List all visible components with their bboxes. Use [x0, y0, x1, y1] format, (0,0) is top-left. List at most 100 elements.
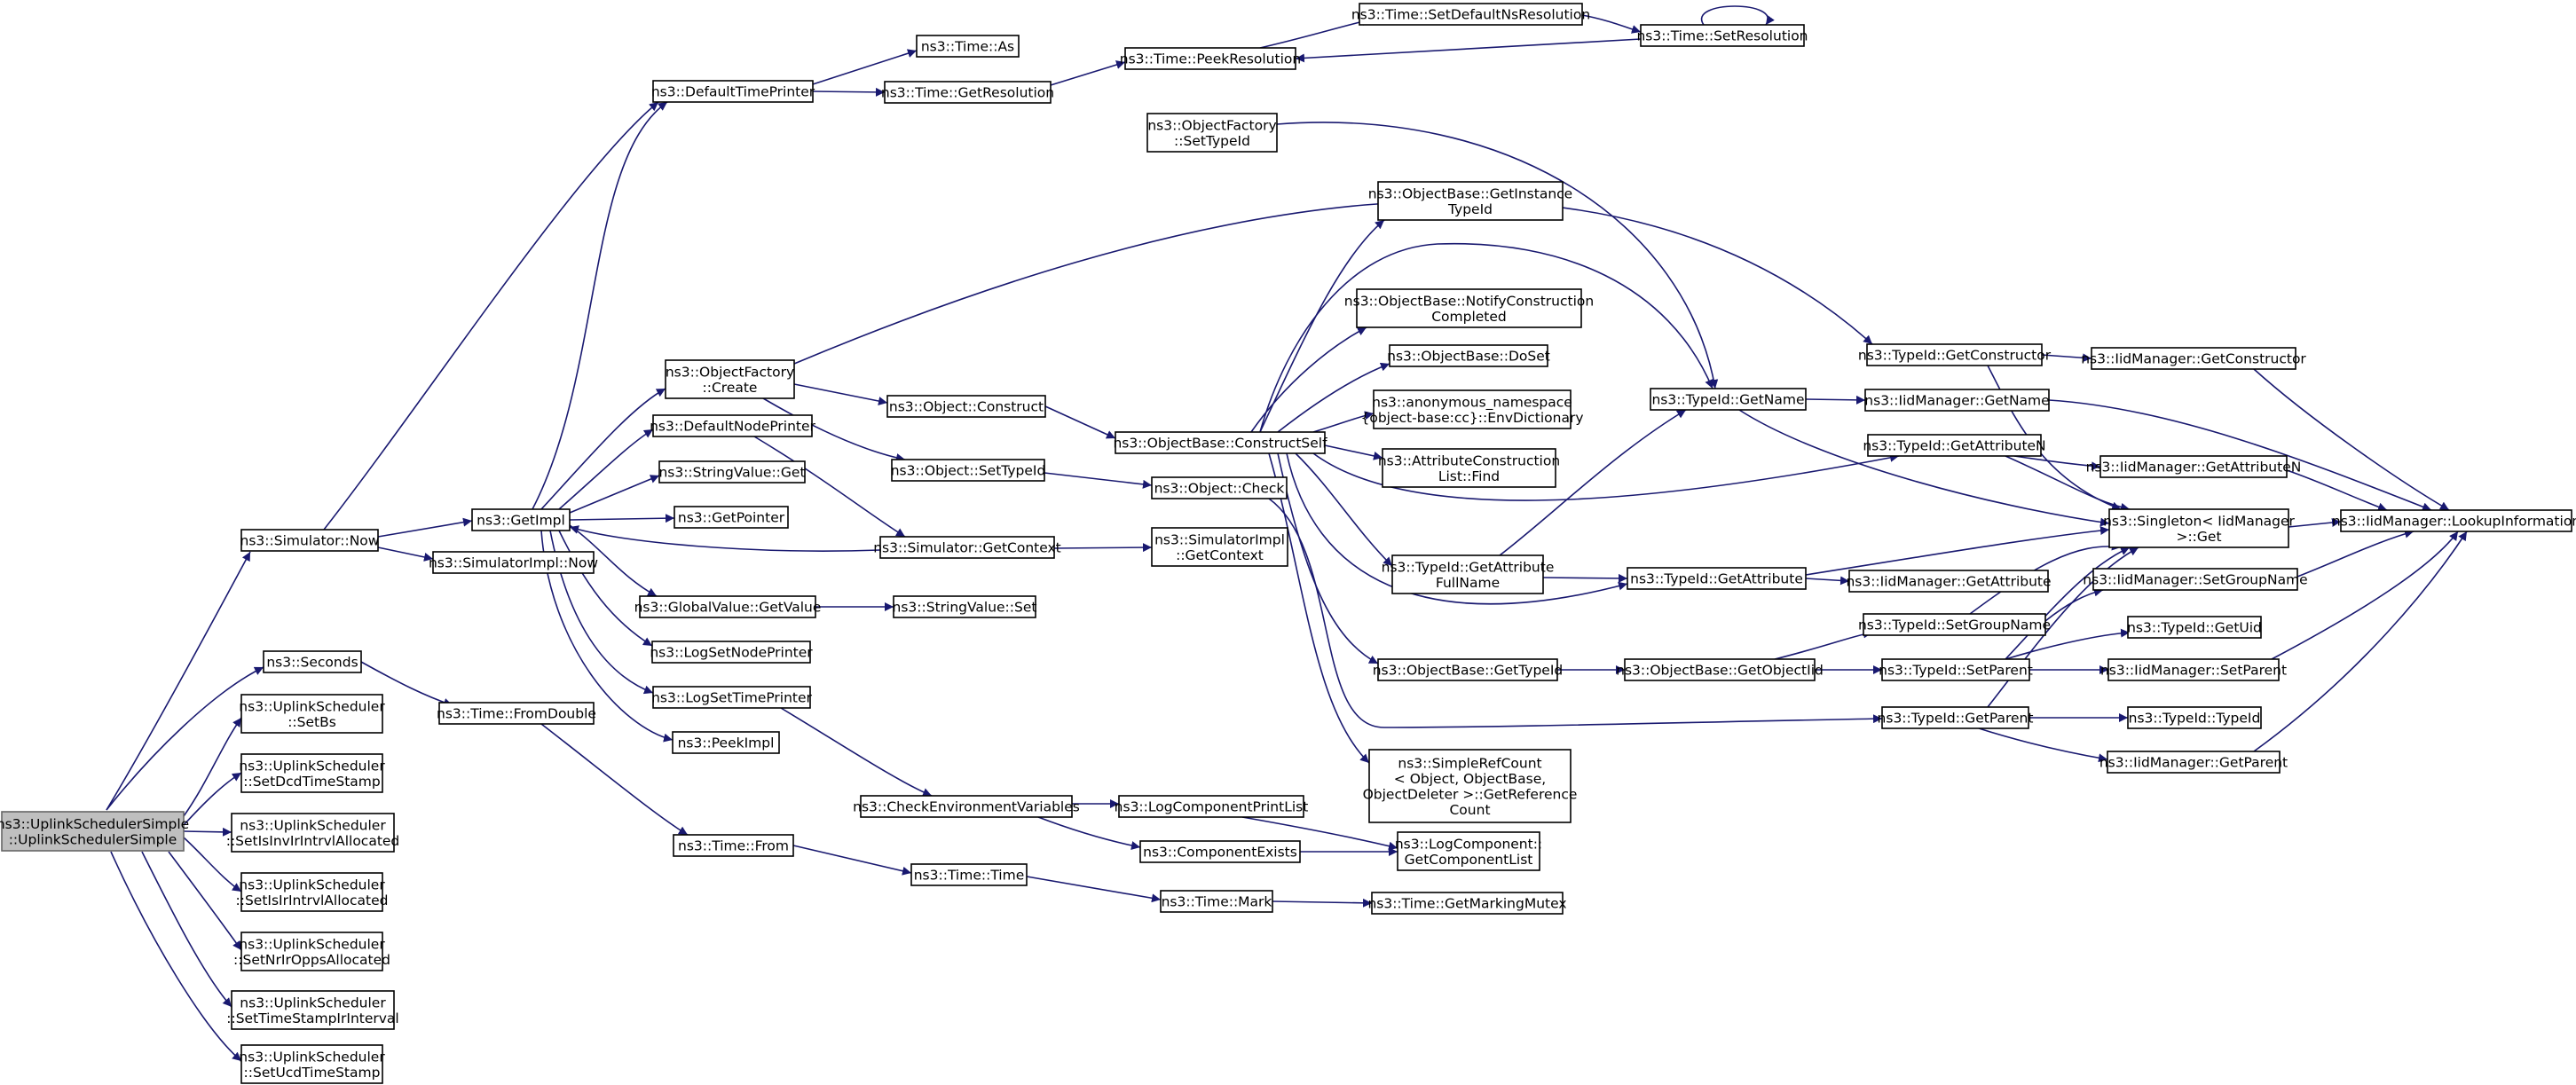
call-edge-getimpl-to-getpointer	[569, 514, 675, 523]
function-node-simnow[interactable]: ns3::Simulator::Now	[240, 529, 380, 552]
function-node-tigetparent[interactable]: ns3::TypeId::GetParent	[1878, 706, 2034, 729]
function-node-obgetobjtid[interactable]: ns3::ObjectBase::GetObjectIid	[1616, 658, 1824, 681]
function-node-tigetname[interactable]: ns3::TypeId::GetName	[1650, 388, 1807, 411]
function-node-checkenv[interactable]: ns3::CheckEnvironmentVariables	[853, 795, 1080, 818]
node-box	[651, 641, 811, 664]
call-edge-obconstructself-to-obgettypeid	[1277, 452, 1379, 664]
function-node-ofcreate[interactable]: ns3::ObjectFactory::Create	[665, 359, 795, 399]
function-node-objcheck[interactable]: ns3::Object::Check	[1151, 476, 1288, 499]
function-node-iidgetname[interactable]: ns3::IidManager::GetName	[1864, 389, 2050, 412]
function-node-setbs[interactable]: ns3::UplinkScheduler::SetBs	[239, 694, 385, 734]
function-node-seconds[interactable]: ns3::Seconds	[263, 650, 362, 673]
node-label-line: ns3::Time::From	[678, 838, 789, 854]
function-node-objconstruct[interactable]: ns3::Object::Construct	[886, 395, 1046, 418]
call-edge-obconstructself-to-anonenv	[1312, 411, 1375, 433]
function-node-simplerefcount[interactable]: ns3::SimpleRefCount< Object, ObjectBase,…	[1363, 749, 1578, 823]
node-box	[652, 686, 811, 709]
function-node-settsir[interactable]: ns3::UplinkScheduler::SetTimeStampIrInte…	[226, 990, 399, 1030]
function-node-setucd[interactable]: ns3::UplinkScheduler::SetUcdTimeStamp	[239, 1044, 385, 1084]
call-edge-timesetres-to-timepeekres	[1295, 38, 1642, 63]
function-node-gvgetvalue[interactable]: ns3::GlobalValue::GetValue	[634, 595, 822, 618]
function-node-tisetgroup[interactable]: ns3::TypeId::SetGroupName	[1858, 613, 2051, 636]
node-label-line: ns3::Simulator::GetContext	[873, 540, 1061, 556]
call-edge-root-to-setbs	[183, 717, 242, 817]
function-node-ofsettypeid[interactable]: ns3::ObjectFactory::SetTypeId	[1146, 113, 1278, 153]
function-node-root[interactable]: ns3::UplinkSchedulerSimple::UplinkSchedu…	[0, 811, 189, 852]
function-node-obconstructself[interactable]: ns3::ObjectBase::ConstructSelf	[1113, 431, 1327, 454]
call-edge-ofcreate-to-tigetconstructor	[793, 200, 1873, 365]
function-node-svset[interactable]: ns3::StringValue::Set	[893, 595, 1037, 618]
function-node-getimpl[interactable]: ns3::GetImpl	[471, 508, 571, 531]
function-node-timesetres[interactable]: ns3::Time::SetResolution	[1636, 24, 1808, 47]
function-node-setisinv[interactable]: ns3::UplinkScheduler::SetIsInvIrIntrvlAl…	[226, 813, 400, 853]
function-node-getmarkingmutex[interactable]: ns3::Time::GetMarkingMutex	[1367, 892, 1567, 915]
function-node-setnrir[interactable]: ns3::UplinkScheduler::SetNrIrOppsAllocat…	[233, 932, 390, 971]
function-node-logsettime[interactable]: ns3::LogSetTimePrinter	[651, 686, 813, 709]
node-label-line: ns3::Time::SetDefaultNsResolution	[1351, 7, 1590, 23]
function-node-logcompprint[interactable]: ns3::LogComponentPrintList	[1115, 795, 1309, 818]
call-edge-iidsetgroup-to-iidlookup	[2296, 529, 2415, 578]
function-node-tigetattr[interactable]: ns3::TypeId::GetAttribute	[1627, 567, 1807, 590]
node-label-line: ns3::LogComponent::	[1395, 836, 1542, 852]
function-node-deftimeprinter[interactable]: ns3::DefaultTimePrinter	[651, 80, 815, 103]
function-node-iidsetparent[interactable]: ns3::IidManager::SetParent	[2100, 658, 2287, 681]
node-label-line: ns3::ComponentExists	[1143, 845, 1297, 861]
function-node-iidgetconstructor[interactable]: ns3::IidManager::GetConstructor	[2081, 347, 2306, 370]
function-node-iidlookup[interactable]: ns3::IidManager::LookupInformation	[2332, 509, 2576, 532]
call-edge-simnow-to-deftimeprinter	[323, 101, 659, 531]
node-label-line: ns3::StringValue::Get	[658, 465, 805, 481]
function-node-iidgetattr[interactable]: ns3::IidManager::GetAttribute	[1846, 570, 2052, 593]
function-node-iidsetgroup[interactable]: ns3::IidManager::SetGroupName	[2083, 568, 2308, 591]
function-node-getpointer[interactable]: ns3::GetPointer	[674, 506, 789, 529]
call-edge-iidgetattrn-to-iidlookup	[2286, 469, 2388, 512]
function-node-iidgetattrn[interactable]: ns3::IidManager::GetAttributeN	[2086, 455, 2302, 478]
function-node-timegetres[interactable]: ns3::Time::GetResolution	[881, 81, 1054, 104]
function-node-timemark[interactable]: ns3::Time::Mark	[1160, 890, 1273, 913]
function-node-peekimpl[interactable]: ns3::PeekImpl	[672, 731, 780, 754]
node-label-line: ns3::TypeId::SetGroupName	[1858, 617, 2051, 633]
function-node-timefrom[interactable]: ns3::Time::From	[673, 834, 794, 857]
function-node-tigetconstructor[interactable]: ns3::TypeId::GetConstructor	[1858, 343, 2052, 366]
function-node-anonenv[interactable]: ns3::anonymous_namespace{object-base:cc}…	[1360, 389, 1584, 429]
function-node-compexists[interactable]: ns3::ComponentExists	[1139, 840, 1301, 863]
node-label-line: ns3::UplinkScheduler	[240, 995, 386, 1010]
function-node-obgettypeid[interactable]: ns3::ObjectBase::GetTypeId	[1373, 658, 1564, 681]
function-node-timepeekres[interactable]: ns3::Time::PeekResolution	[1120, 47, 1301, 70]
function-node-tigetuid[interactable]: ns3::TypeId::GetUid	[2127, 616, 2262, 639]
function-node-svget[interactable]: ns3::StringValue::Get	[658, 460, 806, 484]
function-node-defnodeprinter[interactable]: ns3::DefaultNodePrinter	[650, 414, 816, 437]
node-label-line: ns3::IidManager::GetParent	[2099, 755, 2288, 771]
call-edge-obconstructself-to-obdoset	[1277, 362, 1390, 433]
function-node-titypeid[interactable]: ns3::TypeId::TypeId	[2127, 706, 2262, 729]
function-node-setdefns[interactable]: ns3::Time::SetDefaultNsResolution	[1351, 3, 1590, 26]
function-node-iidgetparent[interactable]: ns3::IidManager::GetParent	[2099, 751, 2288, 774]
function-node-timeas[interactable]: ns3::Time::As	[916, 35, 1020, 58]
node-label-line: TypeId	[1447, 201, 1493, 217]
function-node-setdcd[interactable]: ns3::UplinkScheduler::SetDcdTimeStamp	[239, 753, 385, 793]
function-node-logcompgetlist[interactable]: ns3::LogComponent::GetComponentList	[1395, 831, 1542, 871]
function-node-singleton[interactable]: ns3::Singleton< IidManager >::Get	[2103, 508, 2296, 548]
function-node-timetime[interactable]: ns3::Time::Time	[910, 863, 1028, 886]
node-box	[2127, 706, 2262, 729]
node-label-line: ns3::Time::As	[921, 39, 1014, 55]
function-node-objsettypeid[interactable]: ns3::Object::SetTypeId	[891, 459, 1046, 482]
function-node-simimplnow[interactable]: ns3::SimulatorImpl::Now	[429, 551, 598, 574]
function-node-tigetattrn[interactable]: ns3::TypeId::GetAttributeN	[1863, 434, 2046, 457]
function-node-obnotify[interactable]: ns3::ObjectBase::NotifyConstructionCompl…	[1344, 288, 1594, 328]
function-node-obdoset[interactable]: ns3::ObjectBase::DoSet	[1387, 344, 1550, 367]
node-label-line: ns3::TypeId::GetAttribute	[1630, 571, 1803, 587]
node-label-line: ns3::ObjectBase::DoSet	[1387, 349, 1550, 365]
function-node-fromdouble[interactable]: ns3::Time::FromDouble	[437, 702, 596, 725]
node-box	[665, 359, 795, 399]
node-label-line: ns3::UplinkScheduler	[239, 1049, 385, 1065]
function-node-logsetnode[interactable]: ns3::LogSetNodePrinter	[650, 641, 813, 664]
function-node-setisir[interactable]: ns3::UplinkScheduler::SetIsIrIntrvlAlloc…	[236, 872, 389, 912]
function-node-tisetparent[interactable]: ns3::TypeId::SetParent	[1879, 658, 2033, 681]
node-box	[471, 508, 571, 531]
call-edge-root-to-setucd	[110, 851, 242, 1062]
function-node-simimplgetctx[interactable]: ns3::SimulatorImpl::GetContext	[1151, 527, 1288, 567]
function-node-simgetctx[interactable]: ns3::Simulator::GetContext	[873, 536, 1061, 559]
